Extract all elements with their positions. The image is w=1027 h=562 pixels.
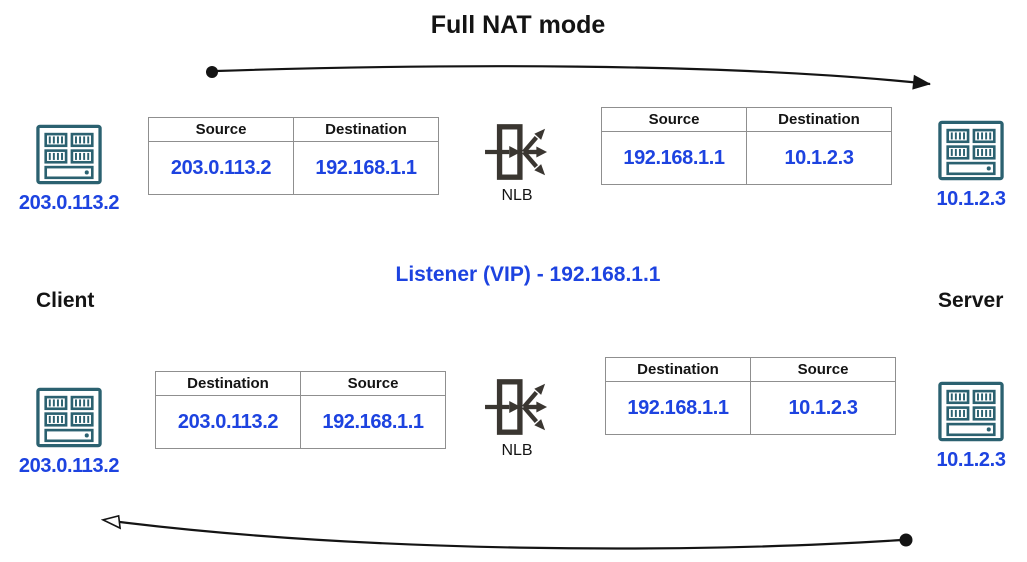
table-value-cell: 192.168.1.1 <box>293 141 439 195</box>
table-header-cell: Destination <box>293 117 439 142</box>
response-server-packet-table: Destination Source 192.168.1.1 10.1.2.3 <box>605 357 896 435</box>
table-value-cell: 192.168.1.1 <box>300 395 446 449</box>
response-flow-arrow <box>104 520 913 550</box>
nlb-node-top: NLB <box>483 121 551 205</box>
nlb-label: NLB <box>501 187 533 204</box>
server-computer-icon <box>938 120 1004 181</box>
nlb-label: NLB <box>501 442 533 459</box>
response-arrow-line <box>104 520 903 550</box>
response-arrow-start-dot <box>899 533 913 547</box>
client-node-top: 203.0.113.2 <box>4 124 134 215</box>
request-server-packet-table: Source Destination 192.168.1.1 10.1.2.3 <box>601 107 892 185</box>
client-ip-label: 203.0.113.2 <box>18 192 120 214</box>
server-computer-icon <box>938 381 1004 442</box>
table-value-cell: 10.1.2.3 <box>746 131 892 185</box>
table-header-cell: Source <box>300 371 446 396</box>
table-value-cell: 10.1.2.3 <box>750 381 896 435</box>
listener-vip-label: Listener (VIP) - 192.168.1.1 <box>395 263 661 286</box>
response-client-packet-table: Destination Source 203.0.113.2 192.168.1… <box>155 371 446 449</box>
client-computer-icon <box>36 387 102 448</box>
table-value-cell: 203.0.113.2 <box>148 141 294 195</box>
client-role-label: Client <box>36 289 95 312</box>
table-header-cell: Destination <box>605 357 751 382</box>
table-value-cell: 192.168.1.1 <box>601 131 747 185</box>
diagram-title: Full NAT mode <box>430 11 606 39</box>
table-header-cell: Destination <box>155 371 301 396</box>
table-header-cell: Destination <box>746 107 892 132</box>
load-balancer-icon <box>483 121 551 183</box>
request-arrow-line <box>215 65 931 90</box>
request-flow-arrow <box>206 65 931 90</box>
server-node-top: 10.1.2.3 <box>915 120 1027 211</box>
server-ip-label: 10.1.2.3 <box>936 188 1006 210</box>
nlb-node-bottom: NLB <box>483 376 551 460</box>
table-header-cell: Source <box>148 117 294 142</box>
table-header-cell: Source <box>601 107 747 132</box>
client-ip-label: 203.0.113.2 <box>18 455 120 477</box>
server-role-label: Server <box>938 289 1004 312</box>
client-node-bottom: 203.0.113.2 <box>4 387 134 478</box>
table-value-cell: 203.0.113.2 <box>155 395 301 449</box>
server-ip-label: 10.1.2.3 <box>936 449 1006 471</box>
table-value-cell: 192.168.1.1 <box>605 381 751 435</box>
server-node-bottom: 10.1.2.3 <box>915 381 1027 472</box>
client-computer-icon <box>36 124 102 185</box>
request-client-packet-table: Source Destination 203.0.113.2 192.168.1… <box>148 117 439 195</box>
table-header-cell: Source <box>750 357 896 382</box>
load-balancer-icon <box>483 376 551 438</box>
request-arrow-start-dot <box>206 66 218 78</box>
